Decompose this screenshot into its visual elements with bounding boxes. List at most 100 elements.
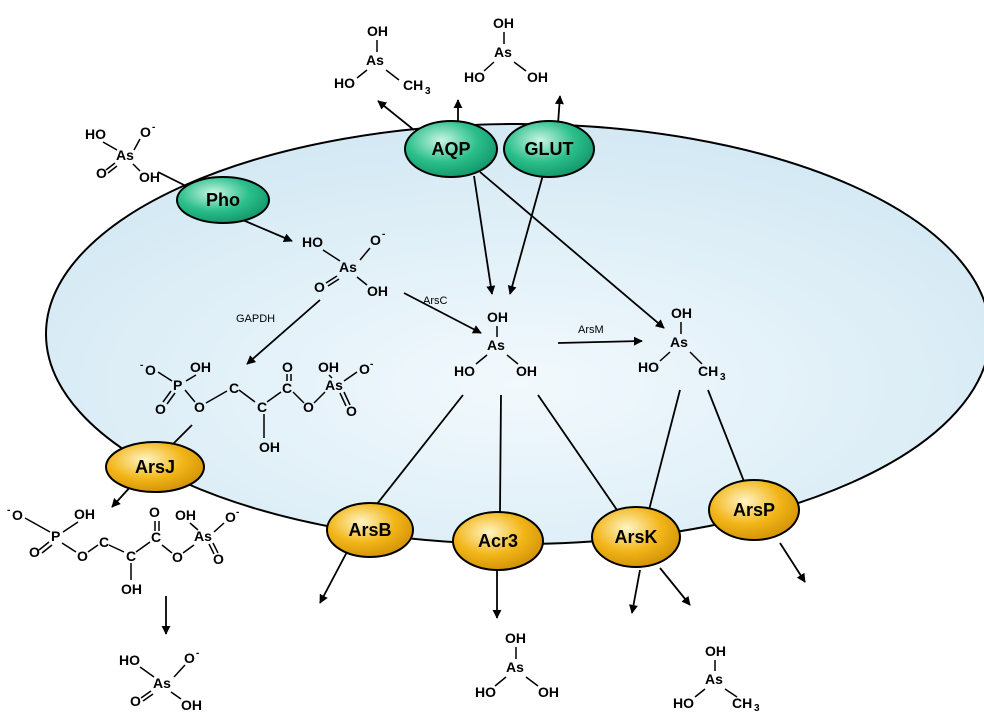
svg-text:C: C [257, 399, 267, 415]
arsp-label: ArsP [733, 500, 775, 520]
svg-text:HO: HO [673, 695, 694, 711]
svg-text:CH: CH [403, 77, 423, 93]
transporter-aqp: AQP [404, 120, 498, 178]
svg-text:O: O [29, 544, 40, 560]
svg-text:As: As [670, 334, 688, 350]
svg-text:O: O [282, 359, 293, 375]
svg-text:As: As [153, 675, 171, 691]
svg-text:3: 3 [425, 86, 431, 97]
svg-text:O: O [314, 279, 325, 295]
acr3-label: Acr3 [478, 531, 518, 551]
pathway-arrows [111, 95, 806, 635]
svg-text:-: - [196, 648, 199, 659]
svg-text:OH: OH [367, 283, 388, 299]
svg-text:O: O [149, 504, 160, 520]
svg-text:OH: OH [538, 684, 559, 700]
svg-text:-: - [152, 122, 155, 133]
svg-text:As: As [325, 377, 343, 393]
svg-text:OH: OH [181, 697, 202, 712]
molecule-arsenophosphoglycerate-inside: O - OH P O O C C OH O C O OH As O - O [140, 359, 373, 455]
molecule-arsenophosphoglycerate-outside: O - OH P O O C C OH O C O OH As O - O [7, 504, 239, 597]
svg-text:As: As [339, 259, 357, 275]
svg-text:3: 3 [754, 703, 760, 712]
svg-text:HO: HO [334, 75, 355, 91]
svg-text:C: C [126, 548, 136, 564]
arsb-label: ArsB [348, 520, 391, 540]
svg-text:O: O [225, 509, 236, 525]
svg-text:CH: CH [698, 363, 718, 379]
svg-text:C: C [99, 534, 109, 550]
svg-text:OH: OH [516, 363, 537, 379]
aqp-label: AQP [431, 139, 470, 159]
svg-text:O: O [213, 551, 224, 567]
svg-text:O: O [194, 399, 205, 415]
svg-text:OH: OH [487, 309, 508, 325]
svg-text:O: O [184, 650, 195, 666]
enzyme-arsm-label: ArsM [578, 324, 604, 336]
molecule-methylarsenite-exported-top: OH As HO CH 3 [334, 23, 431, 97]
pho-label: Pho [206, 190, 240, 210]
svg-text:OH: OH [493, 15, 514, 31]
transporter-arsj: ArsJ [105, 441, 205, 493]
svg-text:-: - [382, 229, 385, 240]
svg-text:OH: OH [367, 23, 388, 39]
svg-text:C: C [151, 529, 161, 545]
svg-text:P: P [51, 528, 60, 544]
svg-text:-: - [140, 360, 143, 371]
transporter-arsp: ArsP [708, 479, 800, 541]
svg-text:As: As [705, 671, 723, 687]
transporter-glut: GLUT [503, 120, 595, 178]
svg-text:OH: OH [671, 305, 692, 321]
svg-text:HO: HO [475, 684, 496, 700]
svg-text:CH: CH [732, 695, 752, 711]
molecule-arsenate-outside-bottom: HO O - As O OH [119, 648, 202, 712]
transporter-arsk: ArsK [591, 506, 681, 568]
svg-text:O: O [140, 124, 151, 140]
svg-text:O: O [172, 549, 183, 565]
svg-text:C: C [282, 380, 292, 396]
svg-text:OH: OH [190, 359, 211, 375]
svg-text:HO: HO [119, 652, 140, 668]
svg-text:OH: OH [259, 439, 280, 455]
molecule-arsenite-inside: OH As HO OH [454, 309, 537, 379]
svg-text:O: O [359, 361, 370, 377]
enzyme-gapdh-label: GAPDH [236, 313, 275, 325]
svg-text:P: P [173, 377, 182, 393]
svg-text:O: O [155, 401, 166, 417]
svg-text:O: O [96, 165, 107, 181]
svg-text:O: O [145, 362, 156, 378]
svg-text:3: 3 [720, 372, 726, 383]
transporter-arsb: ArsB [326, 502, 414, 558]
svg-text:O: O [303, 399, 314, 415]
svg-text:As: As [116, 147, 134, 163]
svg-text:O: O [370, 232, 381, 248]
svg-text:As: As [366, 52, 384, 68]
svg-text:HO: HO [85, 126, 106, 142]
svg-text:C: C [229, 380, 239, 396]
svg-text:HO: HO [464, 69, 485, 85]
svg-text:-: - [7, 505, 10, 516]
glut-label: GLUT [525, 139, 574, 159]
molecule-arsenite-exported-bottom: OH As HO OH [475, 630, 559, 700]
svg-text:OH: OH [318, 359, 339, 375]
svg-text:OH: OH [139, 169, 160, 185]
svg-text:OH: OH [175, 507, 196, 523]
svg-text:-: - [370, 359, 373, 370]
molecule-arsenite-exported-top: OH As HO OH [464, 15, 548, 85]
svg-text:HO: HO [638, 359, 659, 375]
svg-text:O: O [346, 403, 357, 419]
svg-text:O: O [130, 693, 141, 709]
svg-text:OH: OH [705, 643, 726, 659]
svg-text:As: As [487, 337, 505, 353]
arsk-label: ArsK [614, 527, 657, 547]
svg-text:As: As [506, 659, 524, 675]
svg-text:As: As [494, 44, 512, 60]
svg-text:-: - [236, 507, 239, 518]
svg-text:HO: HO [454, 363, 475, 379]
molecule-methylarsenite-exported-bottom: OH As HO CH 3 [673, 643, 760, 712]
svg-text:OH: OH [121, 581, 142, 597]
molecule-methylarsenite-inside: OH As HO CH 3 [638, 305, 726, 383]
svg-text:OH: OH [527, 69, 548, 85]
svg-text:O: O [12, 507, 23, 523]
